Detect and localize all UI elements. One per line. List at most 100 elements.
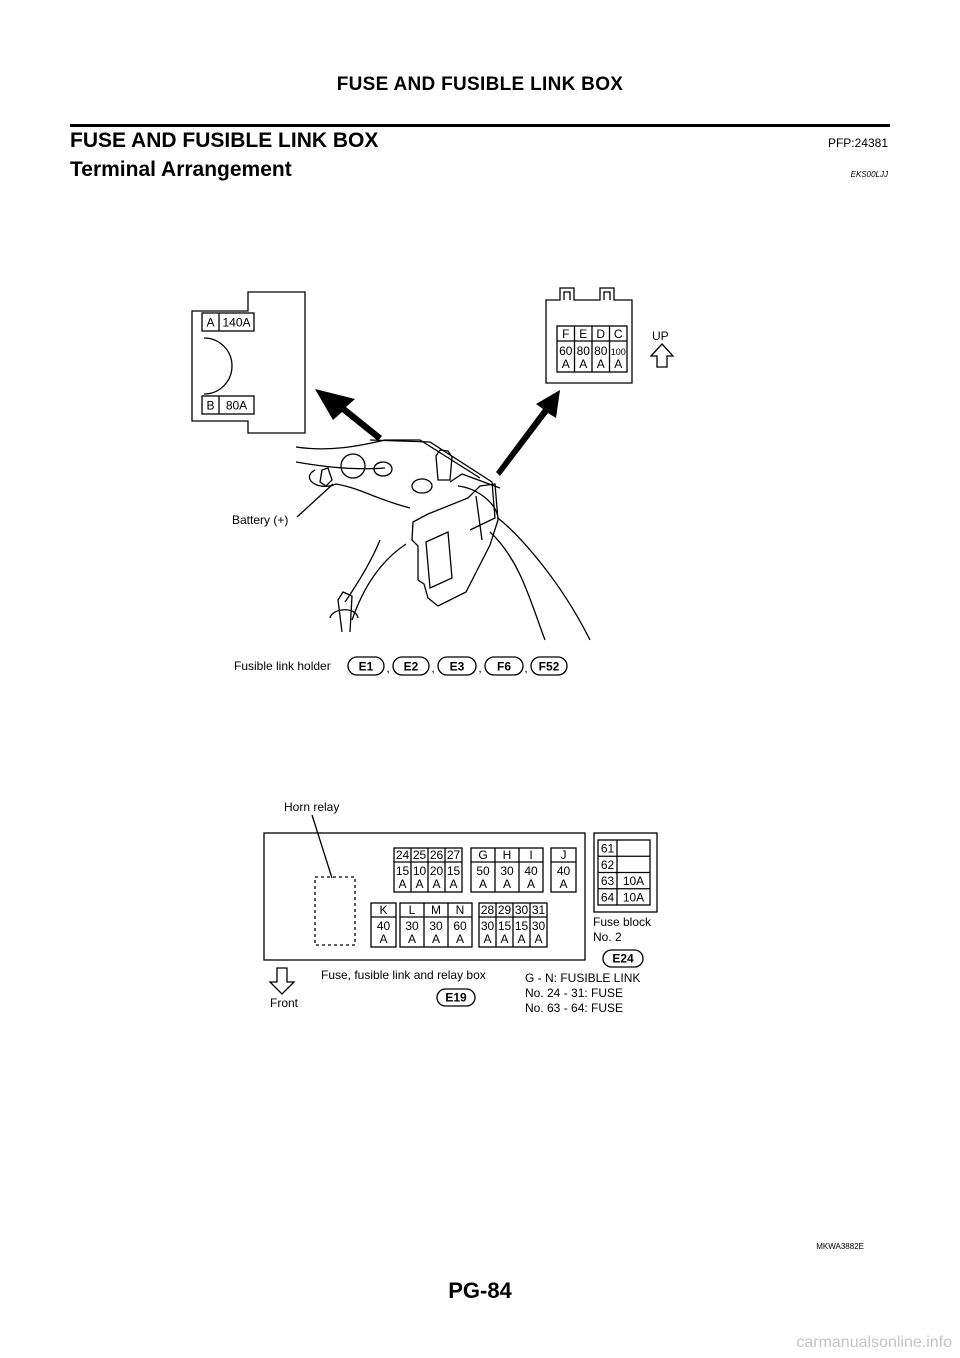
fuse-value-26: 20 <box>430 864 444 878</box>
left-holder-pointer-arrow <box>315 389 382 441</box>
up-arrow-icon <box>649 343 675 368</box>
subsection-code: EKS00LJJ <box>850 170 888 179</box>
subsection-title: Terminal Arrangement <box>70 158 292 181</box>
fuse-unit-29: A <box>500 932 508 946</box>
connector-e24-label: E24 <box>612 952 634 966</box>
right-fusible-link-holder <box>545 287 633 384</box>
fuse-block-label: Fuse block <box>593 915 652 929</box>
link-letter-i: I <box>529 848 532 862</box>
fuse-block-number-61: 61 <box>601 842 615 856</box>
legend-line-1: G - N: FUSIBLE LINK <box>525 971 640 985</box>
connector-badge-f52 <box>530 656 568 676</box>
connector-badge-e2 <box>392 656 430 676</box>
fuse-value-29: 15 <box>498 919 512 933</box>
holder-unit-e: A <box>579 357 587 371</box>
fuse-unit-25: A <box>415 877 423 891</box>
fuse-block-number-63: 63 <box>601 874 615 888</box>
fuse-unit-30: A <box>517 932 525 946</box>
connector-badge-f6 <box>484 656 524 676</box>
fusible-link-group-l-m-n <box>399 902 473 948</box>
link-letter-n: N <box>456 903 465 917</box>
connector-f52-label: F52 <box>539 660 560 674</box>
holder-unit-f: A <box>562 357 570 371</box>
fusible-link-k <box>370 902 397 948</box>
connector-badge-e24 <box>602 949 644 968</box>
up-label: UP <box>652 329 669 343</box>
connector-e3-label: E3 <box>450 660 465 674</box>
fuse-block-number-label: No. 2 <box>593 930 622 944</box>
connector-separator: , <box>386 661 389 675</box>
link-unit-k: A <box>379 932 387 946</box>
holder-value-d: 80 <box>594 344 608 358</box>
link-letter-g: G <box>478 848 487 862</box>
battery-leader <box>296 483 334 518</box>
connector-e19-label: E19 <box>445 991 467 1005</box>
fuse-unit-26: A <box>432 877 440 891</box>
legend-line-2: No. 24 - 31: FUSE <box>525 986 623 1000</box>
fuse-number-26: 26 <box>430 848 444 862</box>
fuse-value-24: 15 <box>396 864 410 878</box>
horn-relay-label: Horn relay <box>284 800 339 814</box>
holder-leader <box>351 543 407 621</box>
connector-e2-label: E2 <box>404 660 419 674</box>
fuse-value-28: 30 <box>481 919 495 933</box>
holder-a-rating: 140A <box>222 316 250 330</box>
holder-b-letter: B <box>206 399 214 413</box>
fuse-group-28-31 <box>478 902 548 948</box>
holder-letter-c: C <box>614 327 623 341</box>
fuse-unit-24: A <box>398 877 406 891</box>
page-number: PG-84 <box>448 1278 512 1303</box>
right-holder-pointer-arrow <box>496 390 560 476</box>
connector-e1-label: E1 <box>359 660 374 674</box>
fuse-block-rating-63: 10A <box>623 874 644 888</box>
link-letter-j: J <box>561 848 567 862</box>
fuse-number-27: 27 <box>447 848 461 862</box>
battery-label: Battery (+) <box>232 513 288 527</box>
front-label: Front <box>270 996 299 1010</box>
legend-line-3: No. 63 - 64: FUSE <box>525 1001 623 1015</box>
left-fusible-link-holder <box>191 291 306 434</box>
link-unit-j: A <box>559 877 567 891</box>
fuse-number-31: 31 <box>532 903 546 917</box>
link-unit-g: A <box>479 877 487 891</box>
relay-box-label: Fuse, fusible link and relay box <box>321 968 486 982</box>
connector-badge-e3 <box>437 656 477 676</box>
connector-f6-label: F6 <box>497 660 511 674</box>
figure-code: MKWA3882E <box>816 1242 864 1251</box>
header-rule <box>70 124 890 127</box>
connector-separator: , <box>524 661 527 675</box>
page-header-title: FUSE AND FUSIBLE LINK BOX <box>336 74 624 95</box>
link-value-n: 60 <box>453 919 467 933</box>
link-unit-l: A <box>408 932 416 946</box>
fusible-link-group-g-h-i <box>470 847 544 893</box>
fuse-unit-27: A <box>449 877 457 891</box>
link-value-j: 40 <box>557 864 571 878</box>
fuse-number-30: 30 <box>515 903 529 917</box>
fuse-block-rating-64: 10A <box>623 890 644 904</box>
fuse-group-24-27 <box>393 847 463 893</box>
link-value-k: 40 <box>377 919 391 933</box>
link-letter-k: K <box>379 903 387 917</box>
fuse-number-24: 24 <box>396 848 410 862</box>
link-value-i: 40 <box>524 864 538 878</box>
connector-badge-e19 <box>436 988 476 1007</box>
section-title: FUSE AND FUSIBLE LINK BOX <box>70 129 379 152</box>
link-letter-m: M <box>431 903 441 917</box>
link-unit-h: A <box>503 877 511 891</box>
link-unit-m: A <box>432 932 440 946</box>
connector-badge-e1 <box>347 656 385 676</box>
holder-value-e: 80 <box>577 344 591 358</box>
link-letter-l: L <box>409 903 416 917</box>
link-unit-n: A <box>456 932 464 946</box>
watermark: carmanualsonline.info <box>796 1334 952 1351</box>
fuse-value-25: 10 <box>413 864 427 878</box>
fuse-block-number-64: 64 <box>601 890 615 904</box>
fuse-number-25: 25 <box>413 848 427 862</box>
link-value-h: 30 <box>500 864 514 878</box>
fuse-value-31: 30 <box>532 919 546 933</box>
fuse-number-28: 28 <box>481 903 495 917</box>
link-unit-i: A <box>527 877 535 891</box>
holder-value-c: 100 <box>611 347 626 357</box>
holder-a-letter: A <box>206 316 214 330</box>
